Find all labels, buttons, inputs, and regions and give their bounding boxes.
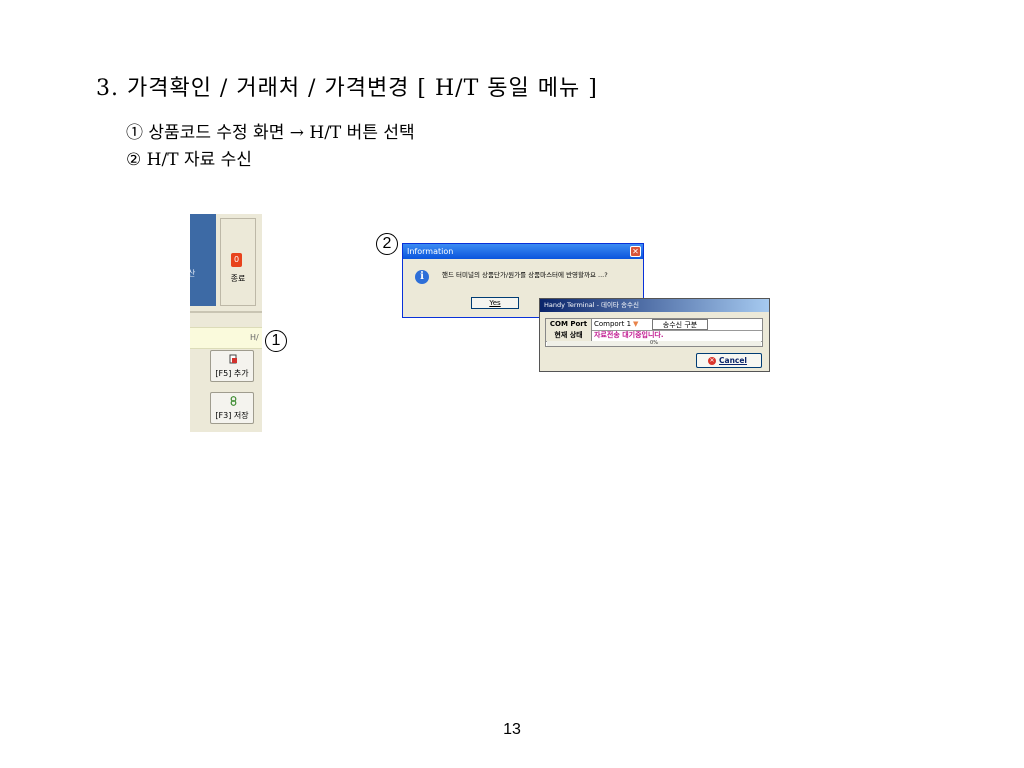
callout-one: 1 — [265, 330, 287, 352]
exit-button-label: 종료 — [230, 274, 246, 283]
cancel-icon: ✕ — [708, 357, 716, 365]
close-icon[interactable]: ✕ — [630, 246, 641, 257]
ht-title-bar: Handy Terminal - 데이타 송수신 — [540, 299, 769, 312]
step-one-text: ① 상품코드 수정 화면 → H/T 버튼 선택 — [126, 123, 415, 143]
main-screen-crop: 산 0 종료 H/ [F5] 추가 [F3] 저장 — [190, 214, 262, 432]
dialog-message: 핸드 터미널의 상품단가/원가를 상품마스터에 반영할까요 ...? — [442, 271, 608, 279]
com-port-select[interactable]: Comport 1▼ — [594, 319, 652, 330]
add-icon — [229, 354, 238, 367]
handy-terminal-dialog: Handy Terminal - 데이타 송수신 COM Port Compor… — [539, 298, 770, 372]
info-icon: i — [415, 270, 429, 284]
exit-button[interactable]: 0 종료 — [220, 218, 256, 306]
callout-two: 2 — [376, 233, 398, 255]
status-label: 현재 상태 — [546, 330, 592, 341]
com-port-label: COM Port — [546, 319, 592, 330]
blue-panel-text: 산 — [190, 269, 196, 278]
ht-button-strip[interactable]: H/ — [190, 327, 262, 349]
save-icon — [229, 396, 238, 409]
dialog-title-bar: Information ✕ — [403, 244, 643, 259]
exit-icon: 0 — [231, 253, 242, 267]
progress-bar: 0% — [547, 341, 761, 346]
save-button[interactable]: [F3] 저장 — [210, 392, 254, 424]
dialog-title: Information — [407, 247, 454, 256]
com-port-value: Comport 1 — [594, 320, 632, 328]
page-number: 13 — [503, 721, 521, 738]
ht-settings-grid: COM Port Comport 1▼ 송수신 구분 현재 상태 자료전송 대기… — [545, 318, 763, 347]
step-two-text: ② H/T 자료 수신 — [126, 150, 252, 170]
divider — [190, 311, 262, 313]
slide-heading: 3. 가격확인 / 거래처 / 가격변경 [ H/T 동일 메뉴 ] — [96, 76, 598, 101]
add-button[interactable]: [F5] 추가 — [210, 350, 254, 382]
ht-title: Handy Terminal - 데이타 송수신 — [544, 301, 639, 309]
com-port-row: COM Port Comport 1▼ 송수신 구분 — [546, 319, 762, 331]
save-button-label: [F3] 저장 — [215, 411, 249, 420]
add-button-label: [F5] 추가 — [215, 369, 249, 378]
yes-button[interactable]: Yes — [471, 297, 519, 309]
blue-panel: 산 — [190, 214, 216, 306]
information-dialog: Information ✕ i 핸드 터미널의 상품단가/원가를 상품마스터에 … — [402, 243, 644, 318]
cancel-button[interactable]: ✕ Cancel — [696, 353, 762, 368]
cancel-button-label: Cancel — [719, 356, 748, 365]
chevron-down-icon: ▼ — [633, 320, 639, 328]
status-value: 자료전송 대기중입니다. — [594, 331, 664, 339]
direction-field[interactable]: 송수신 구분 — [652, 319, 708, 330]
ht-button-label: H/ — [250, 333, 259, 342]
